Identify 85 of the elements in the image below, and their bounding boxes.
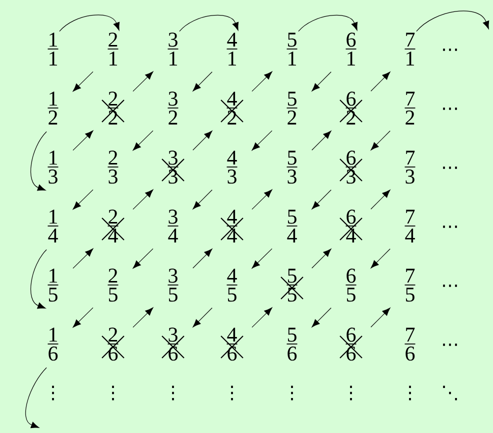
arrow: [312, 248, 332, 268]
fraction: 6 1: [345, 32, 357, 66]
fraction: 2 5: [107, 268, 119, 302]
arrow: [132, 130, 154, 150]
fraction: 3 5: [167, 268, 179, 302]
arrow: [312, 190, 332, 210]
diagonal-ellipsis: ⋱: [443, 386, 457, 400]
crossed-out-fraction: 3 3: [162, 150, 184, 184]
arrow: [72, 307, 94, 328]
fraction: 5 4: [286, 210, 298, 242]
arrow: [72, 71, 94, 92]
crossed-out-fraction: 2 4: [102, 210, 124, 242]
fraction: 5 6: [286, 328, 298, 361]
arrow: [312, 308, 332, 328]
fraction: 5 2: [286, 92, 298, 124]
arrow: [370, 248, 390, 268]
curved-arrow: [30, 131, 47, 191]
fraction: 7 1: [404, 32, 416, 66]
fraction: 4 3: [226, 150, 238, 184]
vertical-ellipsis: ⋮: [409, 386, 411, 400]
arrow: [72, 130, 94, 151]
ellipsis: ⋯: [443, 48, 457, 51]
fraction: 5 1: [286, 32, 298, 66]
vertical-ellipsis: ⋮: [231, 386, 233, 400]
vertical-ellipsis: ⋮: [291, 386, 293, 400]
fraction: 2 1: [107, 32, 119, 66]
arrow: [132, 308, 154, 328]
fraction: 3 1: [167, 32, 179, 66]
curved-arrow: [30, 249, 47, 309]
fraction: 7 2: [404, 92, 416, 124]
ellipsis: ⋯: [443, 226, 457, 228]
arrow: [132, 248, 154, 268]
ellipsis: ⋯: [443, 108, 457, 110]
crossed-out-fraction: 6 3: [340, 150, 362, 184]
vertical-ellipsis: ⋮: [172, 386, 174, 400]
crossed-out-fraction: 4 4: [220, 210, 244, 242]
arrow: [192, 190, 212, 210]
fraction: 1 3: [47, 150, 59, 184]
fraction: 6 5: [345, 268, 357, 302]
ellipsis: ⋯: [443, 166, 457, 169]
fraction: 5 3: [286, 150, 298, 184]
fraction: 2 3: [107, 150, 119, 184]
arrow: [192, 72, 212, 92]
arrow: [252, 130, 272, 150]
fraction: 4 1: [226, 32, 238, 66]
curved-arrow: [298, 14, 358, 32]
arrow: [252, 308, 272, 328]
fraction: 1 4: [47, 210, 59, 242]
fraction: 7 4: [404, 210, 416, 242]
fraction: 1 1: [47, 32, 59, 66]
arrow: [192, 248, 212, 268]
arrow: [370, 72, 390, 92]
curved-arrow: [179, 14, 239, 32]
arrow: [192, 130, 212, 150]
fraction: 3 4: [167, 210, 179, 242]
fraction: 1 2: [47, 92, 59, 124]
fraction: 1 5: [47, 268, 59, 302]
fraction: 7 6: [404, 328, 416, 361]
arrow: [370, 308, 390, 328]
curved-arrow: [416, 10, 490, 32]
curved-arrow: [25, 367, 47, 428]
arrow: [252, 248, 272, 268]
fraction: 4 5: [226, 268, 238, 302]
arrow: [252, 72, 272, 92]
fraction: 7 3: [404, 150, 416, 184]
arrow: [370, 190, 390, 210]
arrow: [312, 72, 332, 92]
arrow: [72, 248, 94, 269]
ellipsis: ⋯: [443, 284, 457, 287]
arrow: [132, 72, 154, 92]
fraction: 1 6: [47, 328, 59, 361]
ellipsis: ⋯: [443, 344, 457, 346]
vertical-ellipsis: ⋮: [52, 386, 54, 400]
vertical-ellipsis: ⋮: [350, 386, 352, 400]
arrow: [252, 190, 272, 210]
arrow: [72, 189, 94, 210]
arrow: [132, 190, 154, 210]
crossed-out-fraction: 6 4: [340, 210, 362, 242]
fraction: 7 5: [404, 268, 416, 302]
fraction: 3 2: [167, 92, 179, 124]
vertical-ellipsis: ⋮: [112, 386, 114, 400]
arrow: [370, 130, 390, 150]
curved-arrow: [59, 14, 120, 32]
arrow: [192, 308, 212, 328]
arrow: [312, 130, 332, 150]
